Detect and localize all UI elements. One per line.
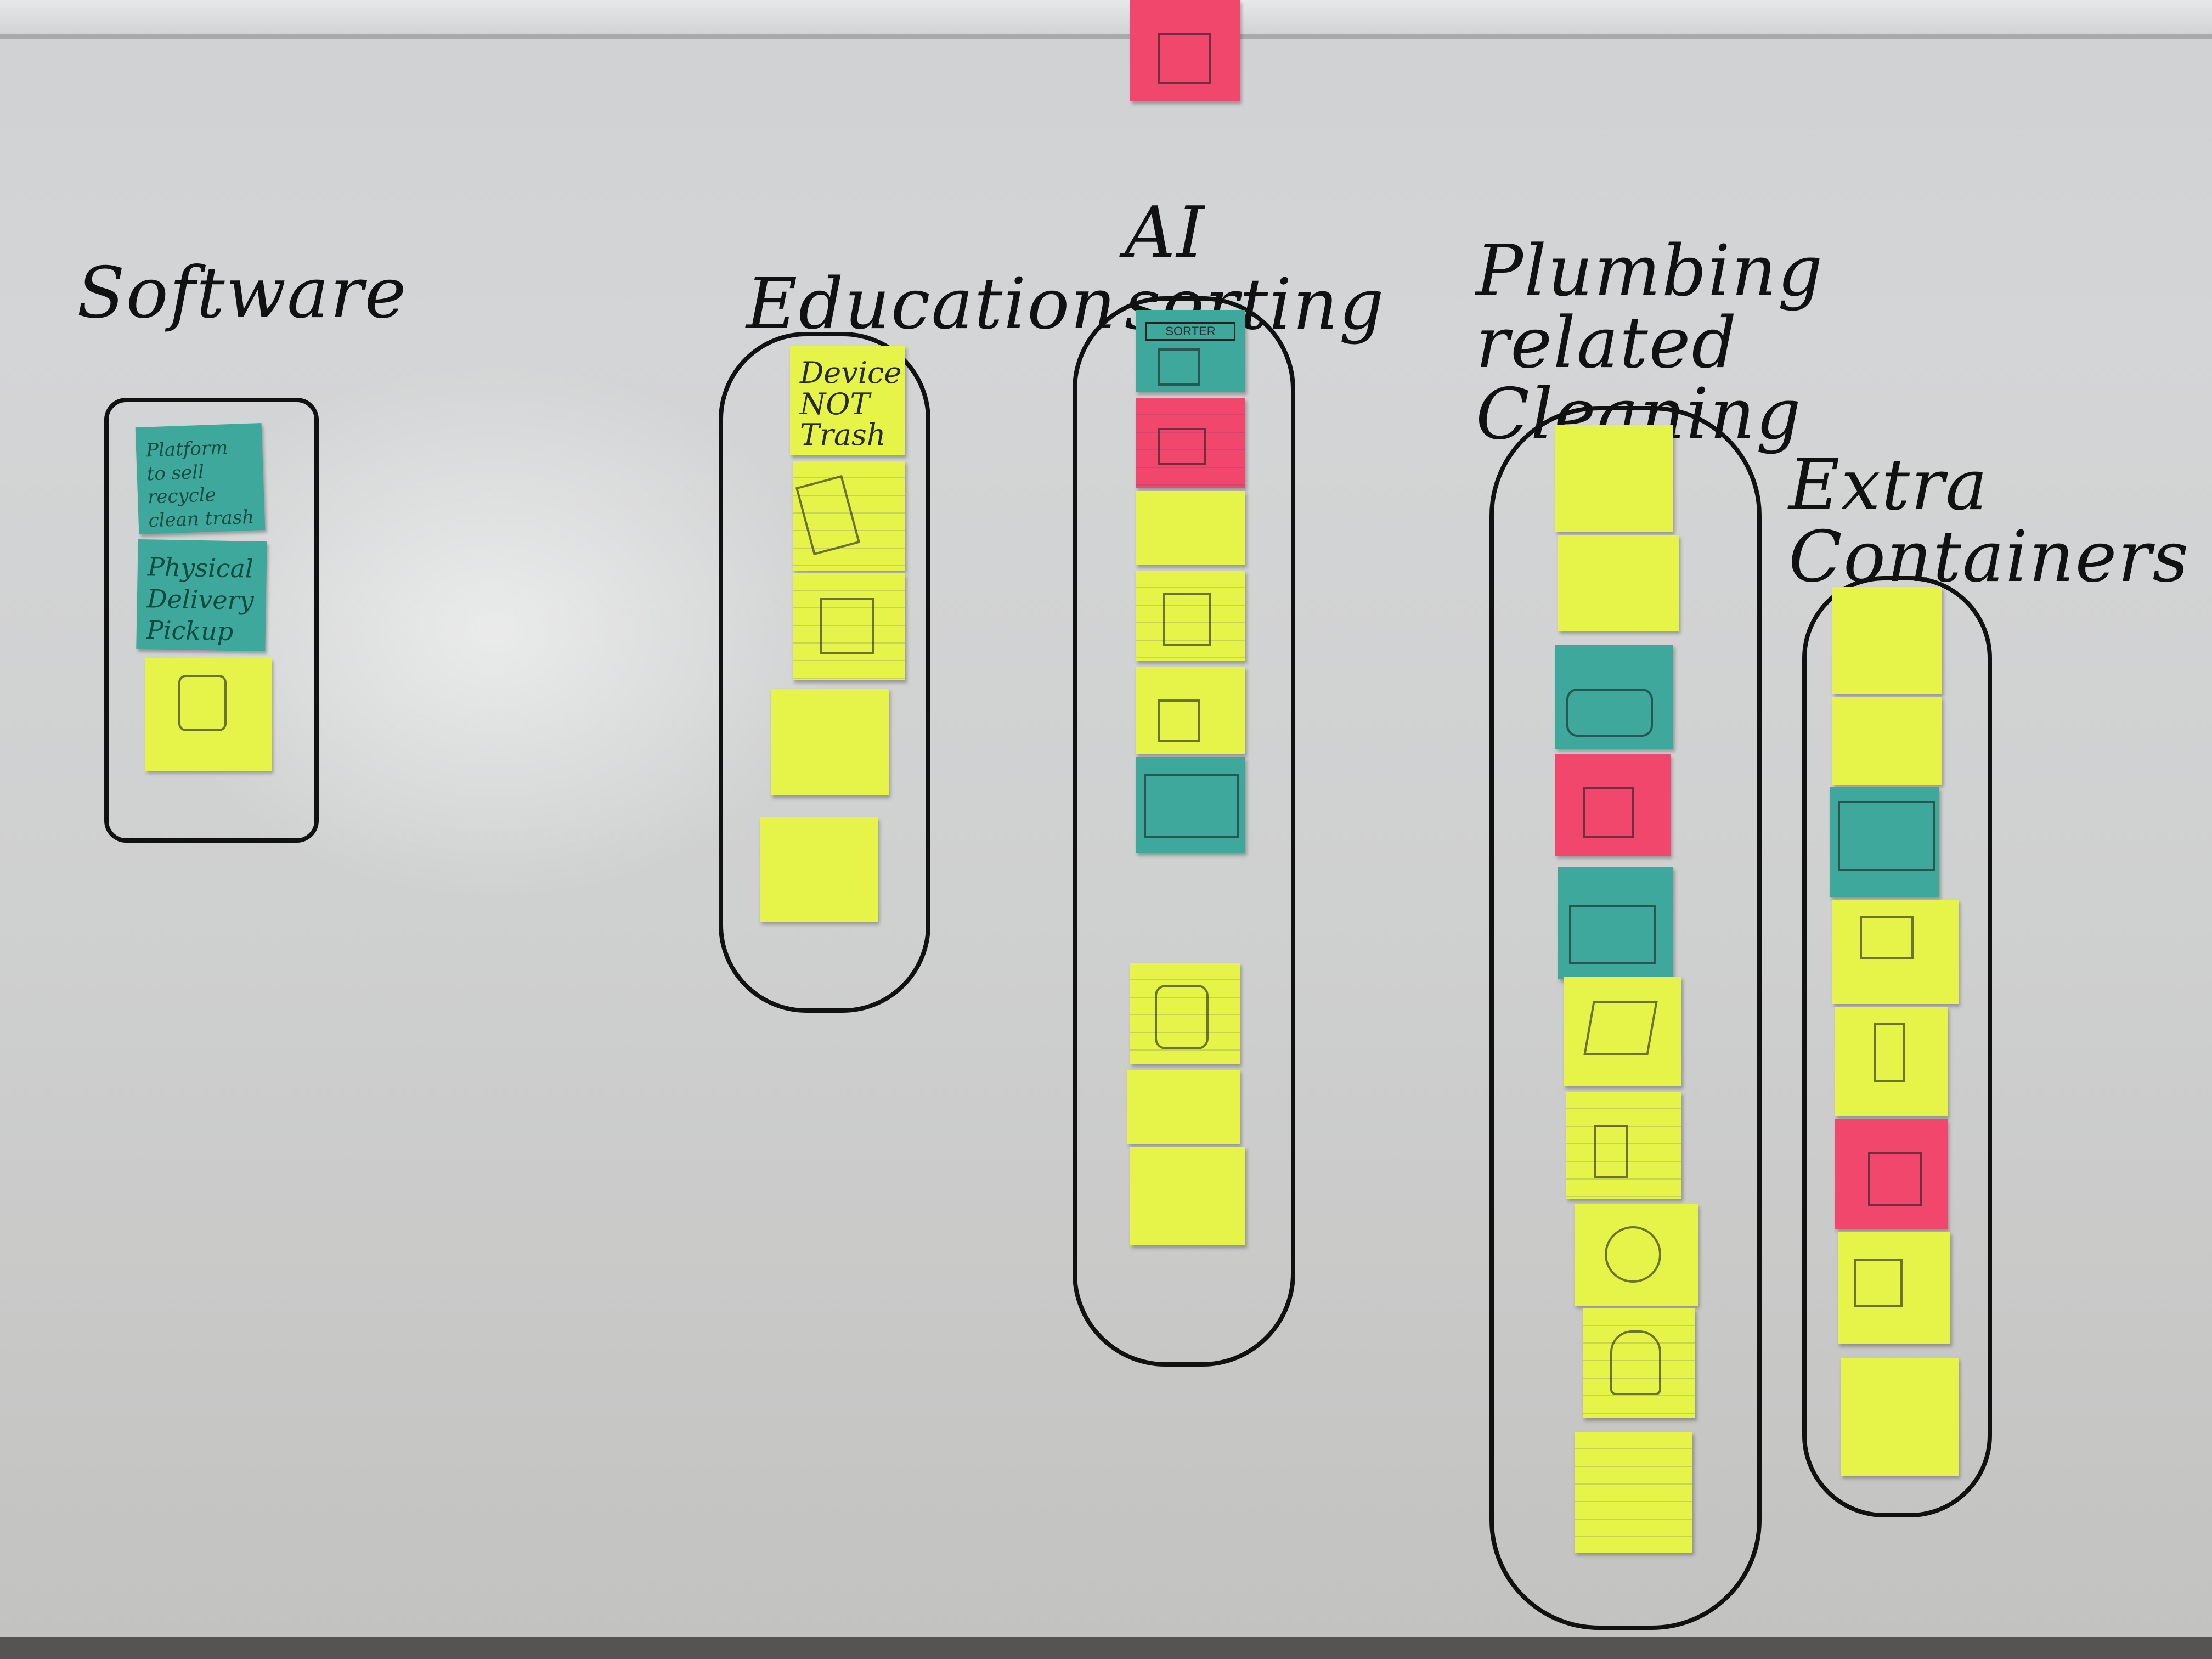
sketch-drawing [1583, 1001, 1658, 1055]
sketch-drawing [1594, 1125, 1628, 1178]
sketch-drawing [1158, 428, 1206, 465]
sticky-note-sketch [1136, 571, 1245, 661]
heading-extra-containers: Extra Containers [1788, 444, 2190, 598]
sticky-note-physical-delivery: Physical Delivery Pickup [136, 539, 267, 652]
sticky-note-sketch [1130, 963, 1240, 1064]
extra-containers-group-outline [1802, 576, 1992, 1517]
sticky-note-text: Device NOT Trash [800, 356, 902, 453]
sticky-note [760, 817, 878, 922]
sticky-note-sketch [793, 573, 905, 680]
sticky-note-sketch [1835, 1119, 1948, 1229]
sticky-note-sketch [1136, 757, 1245, 853]
sketch-drawing [1868, 1152, 1922, 1206]
sticky-note-sketch [1136, 398, 1245, 488]
sticky-note-sketch [1130, 0, 1240, 101]
sticky-note-sketch [145, 658, 272, 771]
sketch-drawing [1569, 905, 1656, 964]
sticky-note-platform: Platform to sell recycle clean trash Don… [135, 423, 266, 534]
sketch-drawing [1838, 801, 1936, 871]
whiteboard-bottom-frame [0, 1637, 2212, 1659]
sketch-drawing [1155, 985, 1209, 1049]
sticky-note-sorter: SORTER [1136, 310, 1245, 392]
software-group-outline [104, 398, 319, 843]
heading-software: Software [77, 252, 408, 334]
sketch-drawing [1163, 592, 1211, 646]
education-group-outline [719, 332, 930, 1013]
sketch-drawing [820, 598, 874, 654]
sticky-note-sketch [1838, 1232, 1950, 1344]
sketch-drawing [1566, 689, 1653, 737]
sketch-drawing [1158, 33, 1211, 84]
sticky-note [1555, 425, 1673, 532]
sticky-note-sketch [1555, 754, 1671, 856]
sketch-drawing [1605, 1226, 1661, 1283]
sticky-note-sketch [1564, 977, 1681, 1086]
sticky-note-sketch [793, 461, 905, 571]
sticky-note-sketch [1575, 1204, 1698, 1306]
sticky-note-sketch [1583, 1308, 1695, 1418]
sketch-drawing [1144, 774, 1239, 838]
sticky-note [1575, 1432, 1692, 1553]
sticky-note [771, 689, 889, 795]
whiteboard-top-frame [0, 0, 2212, 40]
sketch-drawing [1158, 699, 1200, 742]
sticky-note-sketch [1835, 1007, 1948, 1116]
sketch-drawing [1158, 348, 1200, 386]
sketch-drawing [1860, 916, 1914, 959]
sticky-note-sketch [1136, 667, 1245, 754]
sticky-note-sketch [1566, 1092, 1681, 1199]
sticky-note [1127, 1070, 1240, 1144]
sketch-drawing [795, 475, 861, 556]
sticky-note-sketch [1136, 491, 1245, 565]
sticky-note-sketch [1555, 645, 1673, 749]
sketch-drawing [1854, 1259, 1903, 1307]
sticky-note [1841, 1358, 1959, 1476]
sticky-note [1558, 535, 1679, 631]
sticky-note-text: Physical Delivery Pickup [146, 552, 255, 647]
sticky-note-text: Platform to sell recycle clean trash Don… [145, 437, 255, 534]
sketch-drawing [1583, 787, 1634, 838]
sticky-note-sketch [1832, 900, 1959, 1004]
plumbing-group-outline [1489, 406, 1762, 1630]
sketch-drawing [1610, 1330, 1661, 1395]
sketch-drawing [1874, 1023, 1905, 1082]
sketch-drawing [178, 675, 227, 731]
sticky-note [1832, 587, 1942, 694]
sticky-note-sketch [1558, 867, 1673, 979]
sticky-note [1832, 697, 1942, 785]
sticky-note-device-not-trash: Device NOT Trash [790, 346, 905, 455]
sticky-note [1130, 1147, 1245, 1245]
heading-education: Education [746, 263, 1117, 345]
sticky-note-text: SORTER [1146, 322, 1235, 341]
ai-sorting-group-outline [1073, 296, 1295, 1367]
sticky-note-sketch [1830, 787, 1939, 897]
